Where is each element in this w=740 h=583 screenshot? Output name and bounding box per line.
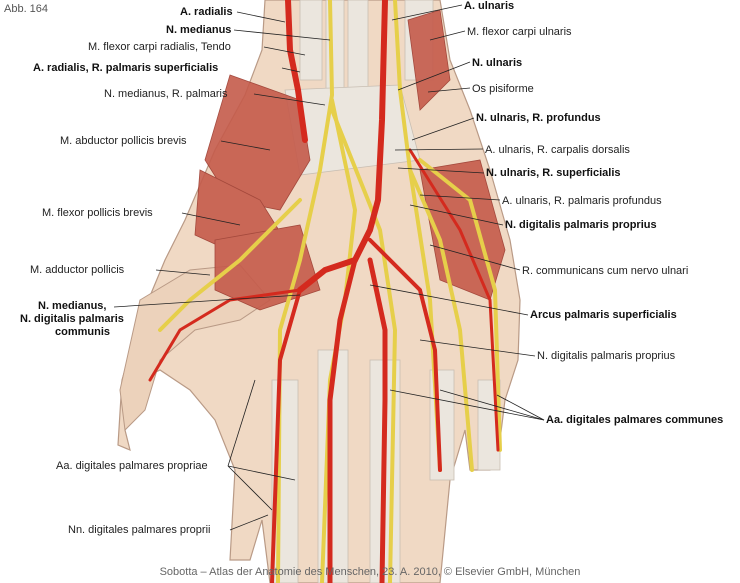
label-a-radialis-r-palmaris: A. radialis, R. palmaris superficialis	[33, 62, 219, 74]
label-a-ulnaris-r-palmaris-profundus: A. ulnaris, R. palmaris profundus	[502, 195, 662, 207]
label-m-flexor-carpi-ulnaris: M. flexor carpi ulnaris	[467, 26, 572, 38]
label-os-pisiforme: Os pisiforme	[472, 83, 534, 95]
label-n-medianus-digitalis-line2: N. digitalis palmaris	[20, 313, 124, 325]
label-n-medianus-digitalis-line3: communis	[55, 326, 111, 338]
label-aa-digitales-propriae: Aa. digitales palmares propriae	[56, 460, 208, 472]
label-m-abductor-pollicis-brevis: M. abductor pollicis brevis	[60, 135, 187, 147]
label-r-communicans: R. communicans cum nervo ulnari	[522, 265, 689, 277]
label-n-medianus-digitalis-line1: N. medianus,	[38, 300, 107, 312]
label-n-ulnaris: N. ulnaris	[472, 57, 523, 69]
figure-number: Abb. 164	[4, 3, 49, 15]
label-n-medianus: N. medianus	[166, 24, 232, 36]
leader-lines	[113, 4, 545, 531]
label-a-radialis: A. radialis	[180, 6, 233, 18]
figure-caption: Sobotta – Atlas der Anatomie des Mensche…	[159, 566, 581, 578]
label-a-ulnaris-r-carpalis: A. ulnaris, R. carpalis dorsalis	[485, 144, 630, 156]
label-n-digitalis-palmaris-proprius-upper: N. digitalis palmaris proprius	[505, 219, 657, 231]
label-n-ulnaris-r-profundus: N. ulnaris, R. profundus	[476, 112, 601, 124]
label-a-ulnaris: A. ulnaris	[464, 0, 515, 12]
label-n-medianus-r-palmaris: N. medianus, R. palmaris	[104, 88, 228, 100]
label-n-digitalis-palmaris-proprius: N. digitalis palmaris proprius	[537, 350, 676, 362]
label-n-ulnaris-r-superficialis: N. ulnaris, R. superficialis	[486, 167, 621, 179]
label-m-flexor-carpi-radialis: M. flexor carpi radialis, Tendo	[88, 41, 231, 53]
label-m-flexor-pollicis-brevis: M. flexor pollicis brevis	[42, 207, 153, 219]
arteries	[148, 0, 500, 583]
label-arcus-palmaris: Arcus palmaris superficialis	[530, 309, 677, 321]
label-nn-digitales-proprii: Nn. digitales palmares proprii	[68, 524, 211, 536]
label-aa-digitales-communes: Aa. digitales palmares communes	[546, 414, 724, 426]
label-m-adductor-pollicis: M. adductor pollicis	[30, 264, 125, 276]
